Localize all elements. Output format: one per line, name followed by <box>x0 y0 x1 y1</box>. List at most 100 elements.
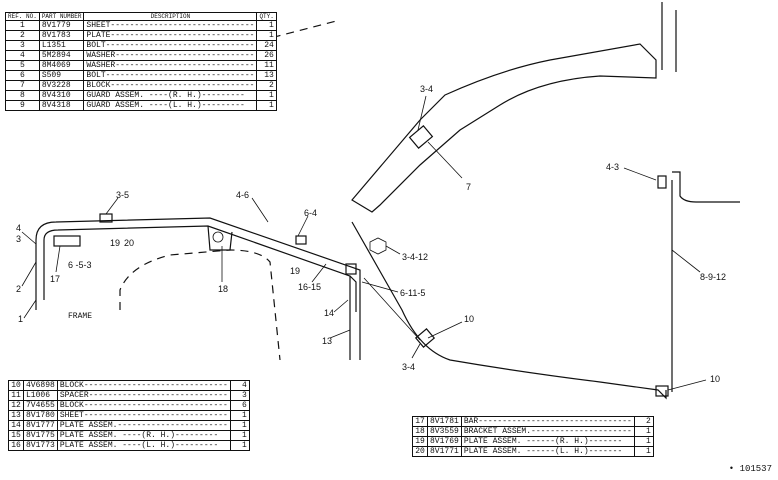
cell-part: 8V1773 <box>23 440 58 451</box>
callout-18: 18 <box>218 284 228 294</box>
cell-qty: 2 <box>256 80 277 91</box>
bolt-hex <box>369 237 387 255</box>
cell-qty: 26 <box>256 50 277 61</box>
callout-16-15: 16-15 <box>298 282 321 292</box>
cell-ref: 3 <box>5 40 40 51</box>
cell-part: L1006 <box>23 390 58 401</box>
cell-ref: 17 <box>412 416 428 427</box>
cell-qty: 1 <box>229 410 250 421</box>
leader-2 <box>21 261 37 287</box>
cell-part: 8V3228 <box>38 80 85 91</box>
cell-ref: 9 <box>5 100 40 111</box>
cell-desc: PLATE ASSEM. ------(R. H.)------- <box>460 436 635 447</box>
cell-desc: PLATE------------------------------ <box>83 30 258 41</box>
cell-ref: 5 <box>5 60 40 71</box>
callout-7: 7 <box>466 182 471 192</box>
callout-6-4: 6-4 <box>304 208 317 218</box>
plate-14 <box>349 275 357 312</box>
cell-desc: BOLT------------------------------- <box>83 70 258 81</box>
callout-20: 20 <box>124 238 134 248</box>
callout-6-5-3: 6 -5-3 <box>68 260 92 270</box>
cell-desc: GUARD ASSEM. ----(R. H.)--------- <box>83 90 258 101</box>
guard-vertical-post <box>661 10 677 72</box>
cell-desc: GUARD ASSEM. ----(L. H.)--------- <box>83 100 258 111</box>
cell-desc: BOLT------------------------------- <box>83 40 258 51</box>
cell-ref: 10 <box>8 380 24 391</box>
drawing-serial-number: • 101537 <box>728 464 772 474</box>
leader-14 <box>333 299 349 313</box>
cell-part: 8V1780 <box>23 410 58 421</box>
callout-3-4-top: 3-4 <box>420 84 433 94</box>
cell-qty: 24 <box>256 40 277 51</box>
callout-19b: 19 <box>290 266 300 276</box>
cell-ref: 8 <box>5 90 40 101</box>
block-4-3 <box>657 175 667 189</box>
callout-3: 3 <box>16 234 21 244</box>
cell-qty: 1 <box>256 30 277 41</box>
leader-4-6 <box>251 197 269 223</box>
leader-16-15 <box>311 263 327 283</box>
cell-part: 8V3559 <box>427 426 462 437</box>
cell-ref: 15 <box>8 430 24 441</box>
callout-4-6: 4-6 <box>236 190 249 200</box>
cell-qty: 1 <box>256 90 277 101</box>
cell-part: S509 <box>38 70 85 81</box>
cell-desc: PLATE ASSEM. ------(L. H.)------- <box>460 446 635 457</box>
leader-13 <box>329 329 351 339</box>
cell-part: 8V1783 <box>38 30 85 41</box>
cell-part: 8V1775 <box>23 430 58 441</box>
leader-3-4-12 <box>385 245 401 255</box>
cell-desc: BRACKET ASSEM.--------------------- <box>460 426 635 437</box>
cell-qty: 1 <box>256 100 277 111</box>
callout-14: 14 <box>324 308 334 318</box>
cell-qty: 1 <box>633 426 654 437</box>
cell-part: 8V4310 <box>38 90 85 101</box>
header-part: PART NUMBER <box>38 12 85 21</box>
callout-10a: 10 <box>464 314 474 324</box>
leader-10b <box>667 379 707 391</box>
frame-label: FRAME <box>68 312 92 321</box>
cell-desc: BLOCK------------------------------ <box>56 400 231 411</box>
header-qty: QTY. <box>256 12 277 21</box>
callout-3-4-low: 3-4 <box>402 362 415 372</box>
cell-ref: 1 <box>5 20 40 31</box>
frame-inner-profile <box>43 225 351 360</box>
cell-part: 4V6898 <box>23 380 58 391</box>
frame-left-profile <box>35 217 361 360</box>
callout-3-4-12: 3-4-12 <box>402 252 428 262</box>
leader-8-9-12 <box>671 249 701 273</box>
cell-desc: BLOCK------------------------------ <box>56 380 231 391</box>
block-10-bottom <box>655 385 669 397</box>
callout-10b: 10 <box>710 374 720 384</box>
cell-ref: 20 <box>412 446 428 457</box>
leader-3-5 <box>105 197 119 215</box>
callout-19a: 19 <box>110 238 120 248</box>
guard-diagonal <box>363 277 421 341</box>
bracket-18 <box>207 225 233 251</box>
callout-1: 1 <box>18 314 23 324</box>
block-mid <box>295 235 307 245</box>
cell-ref: 13 <box>8 410 24 421</box>
cell-qty: 2 <box>633 416 654 427</box>
header-ref: REF. NO. <box>5 12 40 21</box>
leader-17 <box>55 245 61 273</box>
cell-qty: 11 <box>256 60 277 71</box>
guard-upper-arm <box>351 43 657 213</box>
leader-4 <box>21 231 37 245</box>
leader-1 <box>23 299 37 319</box>
leader-6-11-5 <box>361 281 399 293</box>
cell-qty: 1 <box>256 20 277 31</box>
